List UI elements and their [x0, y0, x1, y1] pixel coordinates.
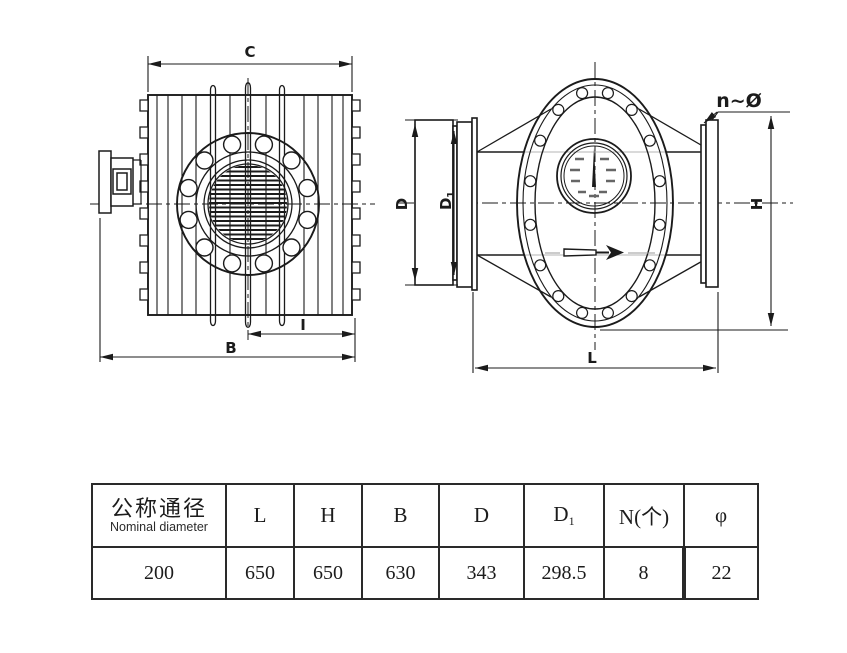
svg-text:D: D [437, 198, 455, 210]
dim-b [99, 218, 355, 362]
header-phi: φ [683, 483, 759, 548]
svg-text:1: 1 [446, 191, 457, 198]
dim-l [472, 292, 719, 373]
dim-label-b: B [225, 339, 236, 357]
dim-label-n-phi: n~Ø [716, 90, 762, 112]
header-d1: D1 [523, 483, 605, 548]
dimension-table: 公称通径 Nominal diameter L H B D D1 N(个) φ … [91, 483, 759, 600]
gauge-dial [556, 138, 632, 214]
header-d: D [438, 483, 525, 548]
right-flange [700, 111, 790, 288]
header-b: B [361, 483, 440, 548]
dim-label-h: H [748, 198, 766, 211]
value-d1: 298.5 [523, 546, 605, 600]
value-phi: 22 [683, 546, 759, 600]
dim-label-d: D [393, 198, 411, 210]
counter-fitting [98, 150, 142, 214]
tie-rods [209, 82, 286, 328]
header-h: H [293, 483, 363, 548]
value-nominal: 200 [91, 546, 227, 600]
left-view: C I B [90, 43, 375, 362]
header-nominal-diameter: 公称通径 Nominal diameter [91, 483, 227, 548]
value-h: 650 [293, 546, 363, 600]
value-l: 650 [225, 546, 295, 600]
value-n: 8 [603, 546, 686, 600]
dim-label-d1: D 1 [437, 191, 457, 210]
right-view: D D 1 n~Ø H L [393, 62, 793, 373]
table-header-row: 公称通径 Nominal diameter L H B D D1 N(个) φ [91, 483, 759, 548]
dim-label-l: L [587, 349, 597, 367]
flange-bolt-holes [179, 135, 317, 273]
flange-grate [209, 166, 287, 240]
value-b: 630 [361, 546, 440, 600]
table-data-row: 200 650 650 630 343 298.5 8 22 [91, 546, 759, 600]
header-nominal-zh: 公称通径 [110, 495, 207, 521]
flow-arrow [545, 245, 655, 260]
body-bolt-tabs [139, 99, 361, 301]
dim-i [248, 318, 356, 362]
header-l: L [225, 483, 295, 548]
gauge-needle [592, 148, 596, 187]
dim-d [405, 119, 458, 286]
dim-label-c: C [244, 43, 255, 61]
dim-h [600, 115, 788, 331]
drawing-canvas: C I B [90, 43, 793, 373]
dim-label-i: I [300, 316, 306, 334]
value-d: 343 [438, 546, 525, 600]
front-flange [176, 132, 320, 276]
oval-bolt-holes [524, 86, 666, 319]
header-nominal-en: Nominal diameter [110, 519, 208, 534]
dim-c [147, 56, 353, 92]
oval-body [516, 78, 674, 328]
n-phi-leader [703, 111, 718, 124]
gauge-markings [570, 157, 616, 198]
header-n: N(个) [603, 483, 685, 548]
